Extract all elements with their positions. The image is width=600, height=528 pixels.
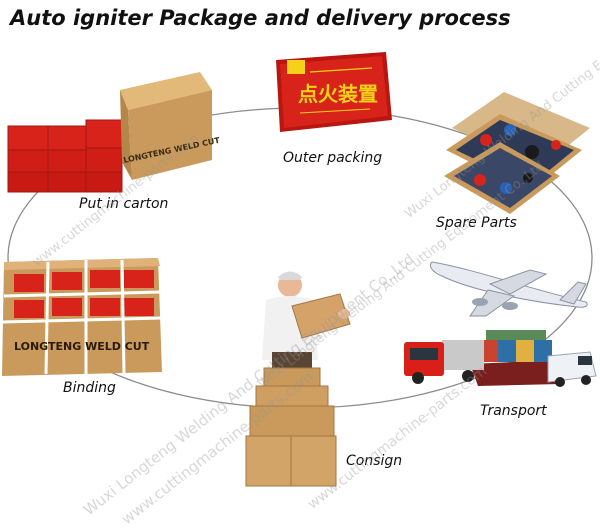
process-diagram: 点火装置 LONGTENG WELD CUT — [2, 52, 597, 487]
transport-vehicles — [404, 261, 597, 387]
van-icon — [547, 351, 597, 387]
step-transport-label: Transport — [480, 403, 547, 419]
outer-packing-box: 点火装置 — [276, 52, 392, 132]
step-consign-label: Consign — [346, 453, 403, 469]
step-binding-label: Binding — [63, 380, 116, 396]
page-title: Auto igniter Package and delivery proces… — [10, 6, 511, 30]
courier-with-boxes — [245, 271, 351, 487]
step-put-in-carton-label: Put in carton — [79, 196, 169, 212]
step-outer-packing-label: Outer packing — [283, 150, 383, 166]
carton-with-boxes: LONGTENG WELD CUT — [7, 72, 221, 193]
spare-parts-trays — [444, 92, 590, 214]
bound-carton: LONGTENG WELD CUT — [2, 258, 162, 376]
airplane-icon — [429, 261, 588, 317]
truck-icon — [404, 340, 484, 384]
bound-carton-brand-text: LONGTENG WELD CUT — [14, 340, 150, 353]
container-ship-icon — [470, 330, 572, 386]
step-spare-parts-label: Spare Parts — [436, 215, 517, 231]
outer-box-chinese-text: 点火装置 — [298, 82, 378, 106]
